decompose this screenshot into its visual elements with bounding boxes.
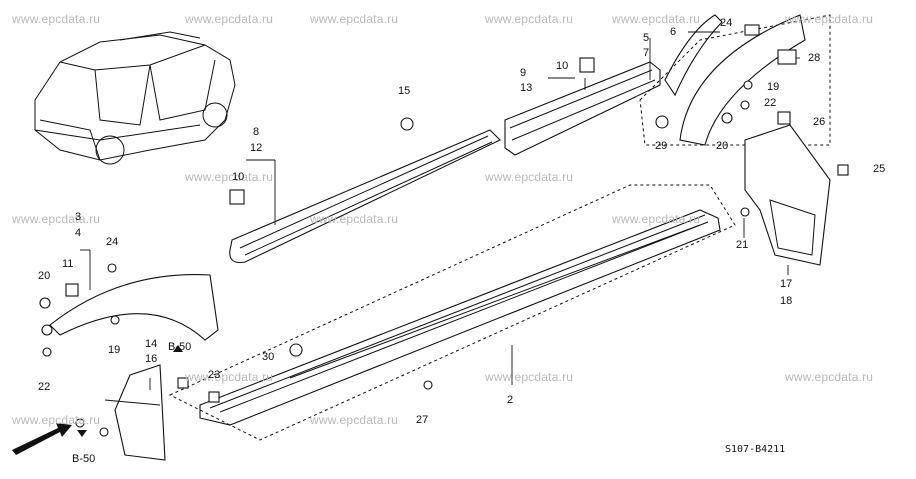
callout-2: 2: [507, 394, 514, 406]
watermark: www.epcdata.ru: [12, 413, 101, 427]
callout-21: 21: [736, 239, 749, 251]
callout-20: 20: [716, 140, 729, 152]
watermark: www.epcdata.ru: [612, 212, 701, 226]
watermark: www.epcdata.ru: [12, 12, 101, 26]
callout-22: 22: [38, 381, 51, 393]
front-mudguard: [104, 364, 166, 461]
callout-25: 25: [873, 163, 886, 175]
callout-10: 10: [556, 60, 569, 72]
fasteners: [39, 24, 849, 437]
callout-7: 7: [643, 47, 650, 59]
car-overview: [34, 31, 236, 165]
callout-19: 19: [108, 344, 121, 356]
watermark: www.epcdata.ru: [185, 370, 274, 384]
side-molding-front: [229, 129, 501, 264]
watermark: www.epcdata.ru: [485, 370, 574, 384]
watermark: www.epcdata.ru: [185, 170, 274, 184]
callout-9: 9: [520, 67, 527, 79]
callout-27: 27: [416, 414, 429, 426]
watermark: www.epcdata.ru: [485, 12, 574, 26]
watermark: www.epcdata.ru: [310, 212, 399, 226]
callout-14: 14: [145, 338, 158, 350]
callout-5: 5: [643, 32, 650, 44]
callout-11: 11: [62, 258, 74, 270]
callout-10: 10: [232, 171, 245, 183]
callout-16: 16: [145, 353, 158, 365]
ref-b50-top: B-50: [168, 341, 192, 353]
callout-3: 3: [75, 211, 82, 223]
callout-15: 15: [398, 85, 411, 97]
callout-30: 30: [262, 351, 275, 363]
callout-23: 23: [208, 369, 221, 381]
rear-mudguard: [744, 124, 831, 266]
callout-12: 12: [250, 142, 263, 154]
front-fender-flare: [49, 274, 219, 341]
watermark: www.epcdata.ru: [185, 12, 274, 26]
watermark: www.epcdata.ru: [785, 370, 874, 384]
callout-22: 22: [764, 97, 777, 109]
side-molding-rear: [504, 61, 661, 156]
callout-6: 6: [670, 26, 677, 38]
watermark: www.epcdata.ru: [12, 212, 101, 226]
callout-26: 26: [813, 116, 826, 128]
diagram-code: S107-B4211: [725, 444, 786, 455]
arrow-up-icon: [173, 345, 183, 352]
callout-8: 8: [253, 126, 260, 138]
side-sill-garnish: [199, 209, 721, 426]
rear-fender-flare: [664, 14, 806, 146]
watermark: www.epcdata.ru: [785, 12, 874, 26]
watermark: www.epcdata.ru: [612, 12, 701, 26]
callout-13: 13: [520, 82, 533, 94]
callout-17: 17: [780, 278, 793, 290]
callout-24: 24: [106, 236, 119, 248]
callout-28: 28: [808, 52, 821, 64]
callout-24: 24: [720, 17, 733, 29]
callout-20: 20: [38, 270, 51, 282]
ref-b50-bottom: B-50: [72, 453, 96, 465]
watermark: www.epcdata.ru: [310, 413, 399, 427]
callout-4: 4: [75, 227, 82, 239]
callout-19: 19: [767, 81, 780, 93]
callout-18: 18: [780, 295, 793, 307]
callout-29: 29: [655, 140, 668, 152]
watermark: www.epcdata.ru: [485, 170, 574, 184]
front-direction-arrow: [12, 423, 72, 455]
arrow-down-icon: [77, 430, 87, 437]
watermark: www.epcdata.ru: [310, 12, 399, 26]
